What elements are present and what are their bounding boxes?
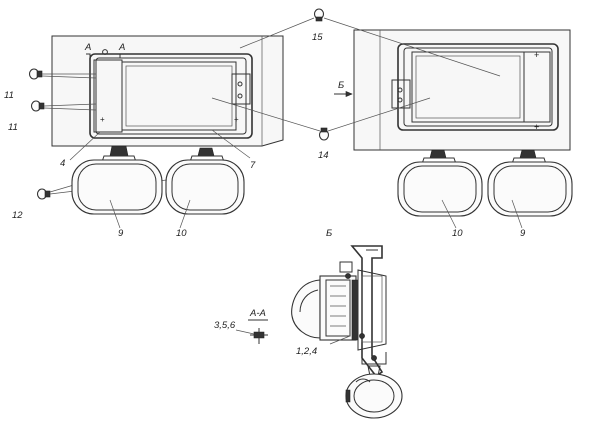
label-A-A: А-А	[249, 308, 266, 319]
right-bracket	[391, 79, 411, 109]
bulb-14: 14	[211, 97, 431, 161]
fog-lamp-9-right: 9	[487, 149, 573, 239]
fog-lamp-10-left: 10	[165, 147, 245, 239]
view-b-lamp-detail	[291, 245, 403, 419]
right-panel-outline	[353, 29, 571, 151]
svg-text:+: +	[534, 50, 539, 60]
lamp-body	[319, 275, 357, 341]
label-15: 15	[312, 32, 323, 43]
label-B-arrow: Б	[338, 80, 344, 91]
label-9-right: 9	[520, 228, 526, 239]
section-a-marker	[102, 49, 108, 55]
svg-text:+: +	[100, 115, 105, 124]
right-assembly: + +	[353, 29, 571, 151]
left-panel-outline	[51, 35, 284, 147]
lamp-dome	[291, 279, 321, 339]
left-assembly: А А + +	[51, 35, 284, 147]
label-3-5-6: 3,5,6	[214, 320, 236, 331]
fog-lamp-9-left: 9	[71, 145, 163, 239]
label-12: 12	[12, 210, 23, 221]
label-10-left: 10	[176, 228, 187, 239]
bulb-11-lower: 11	[8, 100, 97, 133]
view-b-arrow: Б	[334, 80, 353, 97]
label-10-right: 10	[452, 228, 463, 239]
label-A-left: А	[84, 42, 91, 53]
fog-lamp-10-right: 10	[397, 149, 483, 239]
label-B-view: Б	[326, 228, 332, 239]
label-7: 7	[250, 160, 256, 171]
label-1-2-4: 1,2,4	[296, 346, 317, 357]
right-lamp-housing	[523, 51, 551, 123]
bulb-15: 15	[239, 8, 501, 77]
section-a-a: А-А 3,5,6	[214, 308, 268, 344]
svg-text:+: +	[234, 115, 239, 124]
svg-text:+: +	[534, 122, 539, 132]
label-14: 14	[318, 150, 329, 161]
label-4: 4	[60, 158, 65, 169]
label-9-left: 9	[118, 228, 124, 239]
right-lamp-frame	[397, 43, 559, 131]
bulb-11-upper: 11	[4, 68, 97, 101]
label-11-upper: 11	[4, 90, 14, 101]
left-lamp-frame	[89, 53, 253, 139]
label-A-right: А	[118, 42, 125, 53]
label-11-lower: 11	[8, 122, 18, 133]
left-bracket	[231, 73, 251, 105]
